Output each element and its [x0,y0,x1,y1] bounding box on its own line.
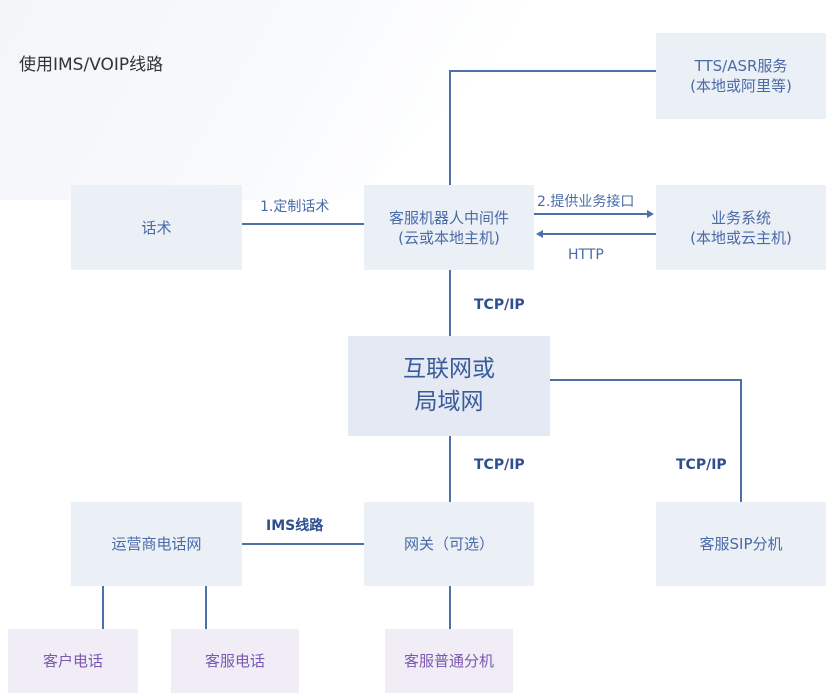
node-service-ext-label: 客服普通分机 [403,652,494,670]
line-gateway-to-service-ext [449,586,451,629]
node-middleware: 客服机器人中间件 (云或本地主机) [364,185,534,270]
node-tts-asr-service: TTS/ASR服务 (本地或阿里等) [656,33,826,119]
node-sip-label: 客服SIP分机 [699,535,783,553]
label-tcpip-sip: TCP/IP [676,457,727,473]
label-custom-script: 1.定制话术 [260,199,330,215]
node-internet-line-2: 局域网 [414,389,484,415]
line-carrier-to-customer-phone [102,586,104,629]
node-middleware-line-2: (云或本地主机) [398,228,500,247]
line-internet-to-sip-horizontal [549,379,741,381]
line-internet-to-gateway [449,436,451,503]
label-tcpip-middleware: TCP/IP [474,297,525,313]
node-middleware-line-1: 客服机器人中间件 [388,208,509,227]
node-gateway: 网关（可选） [364,502,534,586]
node-gateway-label: 网关（可选） [403,535,494,553]
node-business-system: 业务系统 (本地或云主机) [656,185,826,270]
line-middleware-to-internet [449,270,451,336]
diagram-title: 使用IMS/VOIP线路 [19,55,164,75]
line-business-to-middleware [543,233,656,235]
node-customer-phone: 客户电话 [8,629,138,693]
line-internet-to-sip-vertical [740,379,742,503]
node-carrier-network: 运营商电话网 [71,502,242,586]
line-middleware-to-business [533,213,648,215]
node-service-phone: 客服电话 [171,629,299,693]
background-decoration [0,0,560,200]
node-business-line-2: (本地或云主机) [690,228,792,247]
label-ims-line: IMS线路 [266,518,324,534]
arrow-to-middleware [536,230,543,238]
node-business-line-1: 业务系统 [710,208,771,227]
line-carrier-to-service-phone [205,586,207,629]
line-middleware-to-tts-vertical [449,70,451,186]
node-customer-phone-label: 客户电话 [42,652,103,670]
node-service-extension: 客服普通分机 [385,629,513,693]
node-carrier-label: 运营商电话网 [111,535,202,553]
line-huashu-to-middleware [241,223,365,225]
arrow-to-business [647,210,654,218]
label-provide-api: 2.提供业务接口 [537,194,635,210]
node-huashu: 话术 [71,185,242,270]
node-service-phone-label: 客服电话 [204,652,265,670]
node-tts-line-2: (本地或阿里等) [690,77,792,95]
node-internet: 互联网或 局域网 [348,336,550,436]
label-http: HTTP [568,247,604,263]
node-tts-line-1: TTS/ASR服务 [694,57,788,75]
node-internet-line-1: 互联网或 [403,356,495,382]
line-carrier-to-gateway [242,543,364,545]
label-tcpip-gateway: TCP/IP [474,457,525,473]
node-huashu-label: 话术 [141,218,172,237]
line-middleware-to-tts-horizontal [449,70,656,72]
node-sip-extension: 客服SIP分机 [656,502,826,586]
